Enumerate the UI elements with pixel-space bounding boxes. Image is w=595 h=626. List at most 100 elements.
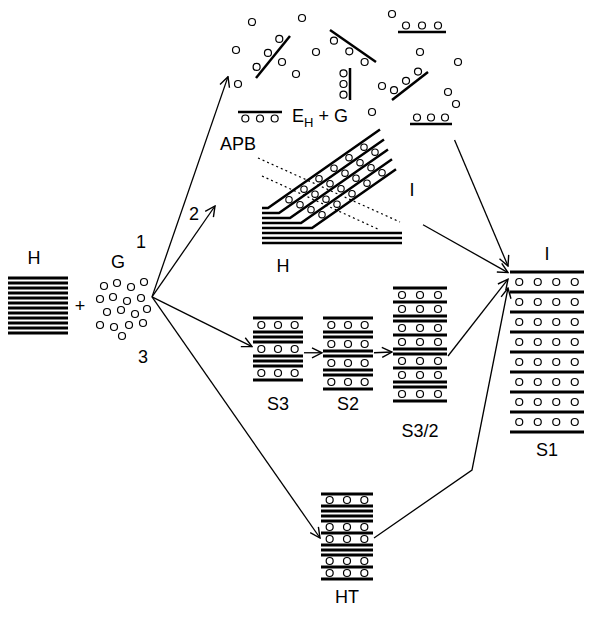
exfoliated-layer [410,123,452,126]
guest-molecule [286,196,292,202]
host-layer [8,292,68,295]
guest-molecule [417,358,424,365]
host-layer [321,554,373,557]
label-slot: S1 [536,440,558,460]
guest-molecule [235,81,242,88]
guest-molecule [141,279,148,286]
guest-molecule [249,19,256,26]
guest-molecule [553,299,560,306]
guest-molecule [361,558,368,565]
node-label: I [409,180,414,200]
guest-molecule [114,280,121,287]
guest-molecule [97,296,104,303]
exfoliated-layer [349,68,352,100]
node-label: G [111,252,125,272]
guest-molecule [110,294,117,301]
exfoliated-layer [256,36,290,78]
guest-molecule [299,15,306,22]
guest-molecule [361,341,368,348]
guest-molecule [291,322,298,329]
node-label: S3/2 [401,421,438,441]
node-label: APB [220,134,256,154]
guest-molecule [342,170,348,176]
guest-molecule [128,284,135,291]
guest-molecule [361,524,368,531]
guest-molecule [571,339,578,346]
host-layer [393,381,447,384]
label-slot: + [75,296,86,316]
host-layer [8,322,68,325]
label-slot: I [409,180,414,200]
node-label: + G [318,106,348,126]
guest-molecule [435,358,442,365]
guest-molecule [516,339,523,346]
host-layer [510,431,584,434]
label-slot: H [28,248,41,268]
host-layer [323,369,373,372]
host-layer [8,287,68,290]
node-label: H [28,248,41,268]
host-layer [253,379,303,382]
host-layer [393,287,447,290]
guest-molecule [428,114,435,121]
guest-molecule [399,306,406,313]
host-layer [253,336,303,339]
guest-cluster: G [92,252,152,340]
exfoliated-mixture: EH+ G [228,8,464,140]
boundary-line [258,158,400,222]
guest-molecule [275,370,282,377]
guest-molecule [435,325,442,332]
guest-molecule [571,419,578,426]
host-layer [510,351,584,354]
guest-molecule [399,339,406,346]
host-layer [8,332,68,335]
host-layer [8,307,68,310]
guest-molecule [417,391,424,398]
guest-molecule [571,359,578,366]
host-layer [253,365,303,368]
guest-molecule [326,524,333,531]
host-layer [510,311,584,314]
guest-molecule [516,379,523,386]
guest-molecule [328,341,335,348]
guest-molecule [326,570,333,577]
guest-molecule [372,149,378,155]
host-layer [510,411,584,414]
label-slot: H [277,256,290,276]
guest-molecule [417,49,424,56]
guest-molecule [361,379,368,386]
plus-sign: + [75,296,86,316]
guest-molecule [334,201,340,207]
guest-molecule [331,165,337,171]
label-slot: S2 [337,394,359,414]
guest-molecule [340,91,347,98]
guest-molecule [435,22,442,29]
host-layer [321,578,373,581]
guest-molecule [399,325,406,332]
guest-molecule [271,115,278,122]
guest-molecule [379,83,386,90]
guest-molecule [326,497,333,504]
stage-stack: S3/2 [392,284,448,444]
host-layer [393,320,447,323]
node-label: I [544,244,549,264]
guest-molecule [435,306,442,313]
label-slot: HT [335,587,359,607]
reaction-arrow [304,352,322,353]
guest-molecule [435,339,442,346]
guest-molecule [119,333,126,340]
route-number-slot: 1 [136,232,146,252]
guest-molecule [297,201,303,207]
host-layer [510,331,584,334]
guest-molecule [571,319,578,326]
label-slot: G [111,252,125,272]
host-layer [323,374,373,377]
host-layer [510,271,584,274]
node-label: S3 [267,394,289,414]
route-number: 1 [136,232,146,252]
host-layer [8,297,68,300]
guest-molecule [553,419,560,426]
guest-molecule [389,11,396,18]
